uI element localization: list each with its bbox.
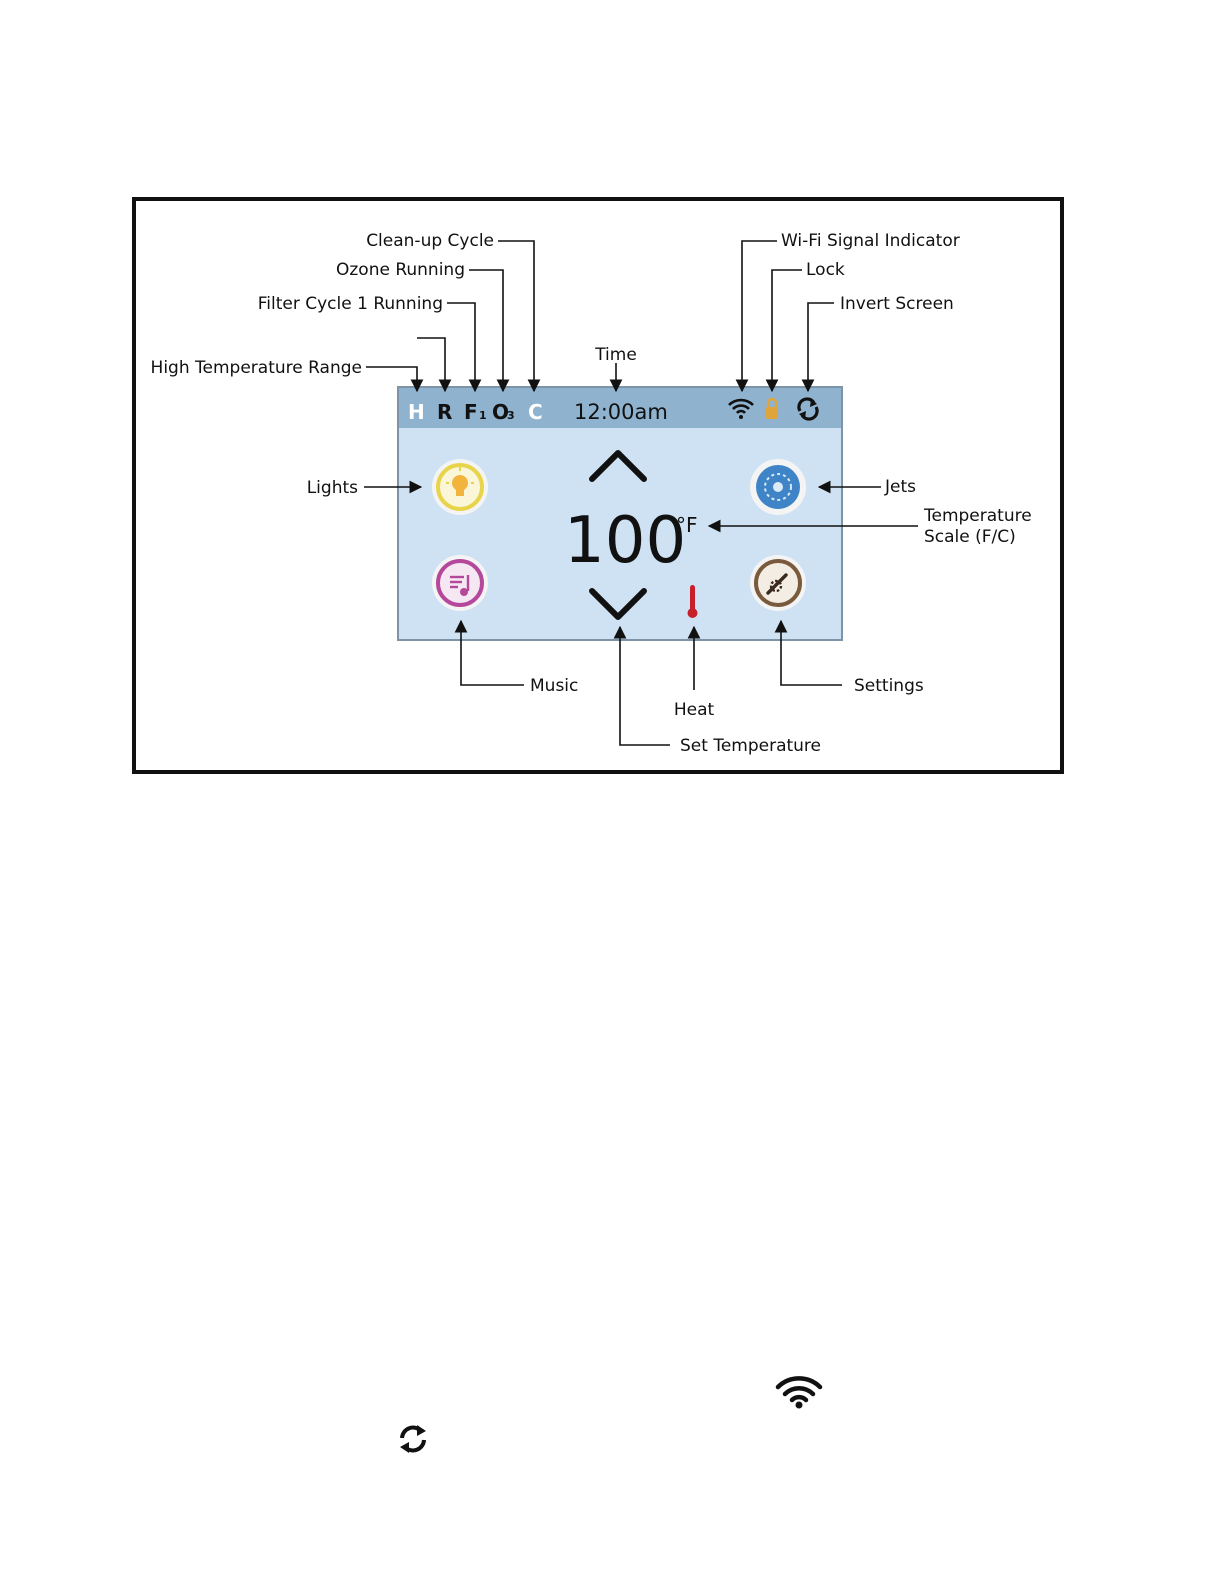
- label-set-temperature: Set Temperature: [680, 736, 821, 756]
- set-temperature-leader: [620, 627, 670, 745]
- filter-cycle-indicator: F: [464, 400, 478, 424]
- ozone-leader: [469, 270, 503, 391]
- invert-leader: [808, 303, 834, 391]
- jets-button[interactable]: [750, 459, 806, 515]
- label-wifi-signal: Wi-Fi Signal Indicator: [781, 231, 960, 251]
- label-time: Time: [594, 345, 637, 365]
- high-range-indicator: H: [408, 400, 425, 424]
- label-ozone-running: Ozone Running: [336, 260, 465, 280]
- wifi-icon: [774, 1374, 824, 1410]
- label-jets: Jets: [884, 477, 916, 497]
- music-button[interactable]: [432, 555, 488, 611]
- temperature-scale[interactable]: °F: [676, 513, 698, 537]
- range-indicator: R: [437, 400, 452, 424]
- settings-button[interactable]: [750, 555, 806, 611]
- panel-screen: H R F 1 O 3 C 12:00am 100: [398, 387, 842, 640]
- lights-button[interactable]: [432, 459, 488, 515]
- label-music: Music: [530, 676, 578, 696]
- label-invert-screen: Invert Screen: [840, 294, 954, 314]
- label-high-temperature-range: High Temperature Range: [151, 358, 362, 378]
- label-cleanup-cycle: Clean-up Cycle: [366, 231, 494, 251]
- label-temperature-scale-line2: Scale (F/C): [924, 527, 1016, 547]
- label-heat: Heat: [674, 700, 715, 720]
- set-temperature-display: 100: [564, 504, 686, 578]
- label-lock: Lock: [806, 260, 845, 280]
- label-temperature-scale-line1: Temperature: [923, 506, 1032, 526]
- time-display: 12:00am: [574, 400, 668, 424]
- invert-screen-icon: [396, 1422, 430, 1456]
- lock-leader: [772, 270, 802, 391]
- ozone-subscript: 3: [507, 409, 515, 422]
- diagram-frame: H R F 1 O 3 C 12:00am 100: [132, 197, 1064, 774]
- cleanup-indicator: C: [528, 400, 543, 424]
- filter-cycle-leader: [447, 303, 475, 391]
- filter-cycle-number: 1: [479, 409, 487, 422]
- label-lights: Lights: [307, 478, 358, 498]
- control-panel-diagram: H R F 1 O 3 C 12:00am 100: [136, 201, 1060, 770]
- label-filter-cycle: Filter Cycle 1 Running: [258, 294, 443, 314]
- range-leader: [417, 338, 445, 391]
- label-settings: Settings: [854, 676, 924, 696]
